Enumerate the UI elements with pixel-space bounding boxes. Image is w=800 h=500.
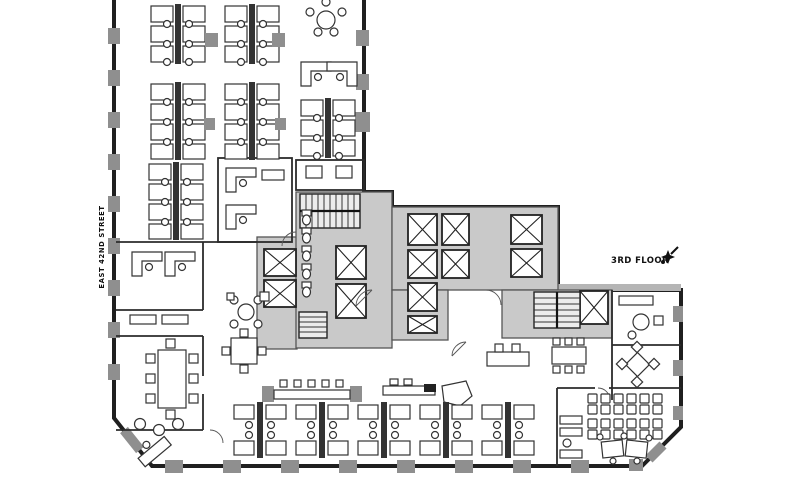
conference-room: [145, 338, 199, 420]
elevator-shaft: [407, 213, 438, 246]
workstation-pod: [148, 161, 204, 241]
elevator-shaft: [407, 282, 438, 312]
workstation-pod: [233, 401, 287, 459]
floor-label: 3RD FLOOR: [611, 256, 669, 266]
workstation-pod: [150, 81, 206, 161]
workstation-pod: [295, 401, 349, 459]
workstation-pod: [481, 401, 535, 459]
workstations-top-wing: [148, 3, 356, 241]
l-desk-pair: [300, 61, 358, 87]
workstation-pod: [419, 401, 473, 459]
elevator-bank-c: [441, 213, 470, 279]
lounge-armchairs: [133, 417, 185, 437]
elevator-shaft: [407, 315, 438, 334]
wall-columns: [108, 28, 683, 473]
workstation-pod: [224, 3, 280, 67]
stairs-right: [533, 291, 581, 329]
small-meeting-table: [221, 328, 267, 374]
workstation-pod: [150, 3, 206, 67]
round-meeting-table: [305, 0, 347, 37]
meeting-room-table: [615, 340, 661, 389]
reception-desk: [137, 435, 173, 468]
workstation-pod: [224, 81, 280, 161]
elevator-shaft: [441, 213, 470, 246]
counter-with-stools: [262, 379, 362, 402]
private-office-desks: [129, 167, 285, 325]
corner-office: [618, 295, 664, 340]
workstations-bottom: [233, 401, 535, 459]
elevator-shaft: [579, 290, 609, 325]
workstation-pod: [357, 401, 411, 459]
elevator-shaft: [335, 245, 367, 280]
restroom-fixtures: [301, 209, 312, 298]
pantry-table: [486, 343, 530, 367]
elevator-bank-b: [407, 213, 438, 334]
street-label: EAST 42ND STREET: [98, 205, 106, 288]
workstation-pod: [300, 97, 356, 161]
elevator-shaft: [510, 248, 543, 278]
north-arrow-icon: [661, 246, 679, 264]
elevator-shaft: [510, 214, 543, 245]
lounge-round-table: [226, 291, 270, 329]
cafe-table-stools: [551, 337, 587, 374]
stairs-left: [298, 311, 328, 339]
long-table: [382, 378, 436, 396]
training-room: [559, 393, 663, 465]
grand-piano: [441, 380, 473, 407]
elevator-shaft: [441, 249, 470, 279]
elevator-shaft: [407, 249, 438, 279]
elevator-shaft: [263, 279, 297, 308]
elevator-bank-d: [510, 214, 543, 278]
elevator-shaft: [263, 248, 297, 277]
elevator-bank-left: [263, 248, 297, 308]
